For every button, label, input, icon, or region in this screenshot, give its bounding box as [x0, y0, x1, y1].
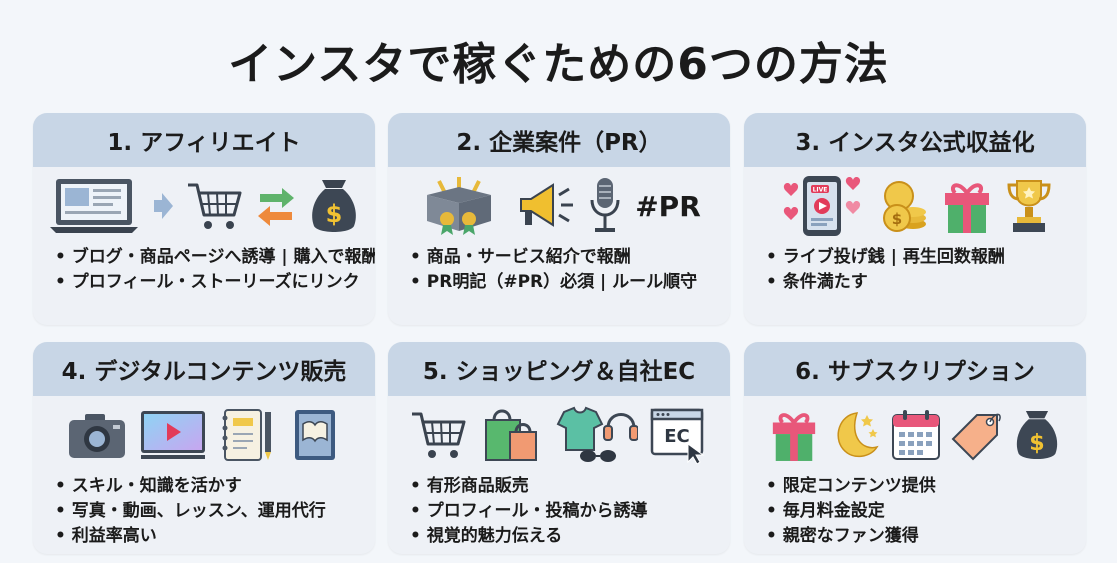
card-heading: 3. インスタ公式収益化	[744, 113, 1086, 167]
bullet-item: 有形商品販売	[410, 474, 730, 499]
gift-icon	[945, 183, 989, 233]
book-icon	[295, 410, 335, 460]
shopping-cart-icon	[188, 183, 242, 229]
page-title: インスタで稼ぐための6つの方法	[228, 39, 889, 90]
bullet-item: 利益率高い	[55, 524, 375, 549]
card-pr: 2. 企業案件（PR） #PR 商品・サービス紹介で報酬 PR明記（#PR）必須…	[388, 113, 730, 325]
svg-text:$: $	[1029, 430, 1044, 456]
bullet-item: 商品・サービス紹介で報酬	[410, 245, 730, 270]
svg-text:$: $	[326, 200, 343, 228]
card-icon-row: LIVE $	[744, 167, 1086, 245]
bullet-item: ライブ投げ銭 | 再生回数報酬	[766, 245, 1086, 270]
card-bullets: ブログ・商品ページへ誘導 | 購入で報酬 プロフィール・ストーリーズにリンク	[33, 245, 375, 295]
video-player-icon	[141, 411, 205, 459]
price-tag-icon	[951, 413, 1001, 461]
card-heading: 1. アフィリエイト	[33, 113, 375, 167]
card-heading: 6. サブスクリプション	[744, 342, 1086, 396]
card-bullets: スキル・知識を活かす 写真・動画、レッスン、運用代行 利益率高い	[33, 474, 375, 549]
card-icon-row: #PR	[388, 167, 730, 245]
card-icon-row	[33, 396, 375, 474]
svg-text:$: $	[892, 210, 902, 228]
ec-browser-icon: EC	[650, 408, 705, 464]
shopping-bags-icon	[485, 409, 537, 461]
trophy-icon	[1007, 180, 1051, 232]
bullet-item: 親密なファン獲得	[766, 524, 1086, 549]
card-bullets: 有形商品販売 プロフィール・投稿から誘導 視覚的魅力伝える	[388, 474, 730, 549]
coins-icon: $	[883, 181, 926, 232]
card-subscription: 6. サブスクリプション	[744, 342, 1086, 554]
card-shopping-ec: 5. ショッピング＆自社EC EC 有形商品	[388, 342, 730, 554]
card-heading: 5. ショッピング＆自社EC	[388, 342, 730, 396]
money-bag-icon: $	[1016, 411, 1058, 459]
money-bag-icon: $	[312, 180, 356, 232]
card-icon-row: EC	[388, 396, 730, 474]
card-bullets: 商品・サービス紹介で報酬 PR明記（#PR）必須 | ルール順守	[388, 245, 730, 295]
microphone-icon	[590, 178, 620, 232]
card-digital-content: 4. デジタルコンテンツ販売 スキル・知識	[33, 342, 375, 554]
gift-icon	[772, 413, 816, 461]
card-affiliate: 1. アフィリエイト $ ブログ・商品	[33, 113, 375, 325]
card-icon-row: $	[744, 396, 1086, 474]
bullet-item: スキル・知識を活かす	[55, 474, 375, 499]
tshirt-headphones-icon	[556, 406, 638, 462]
camera-icon	[69, 414, 125, 458]
bullet-item: 限定コンテンツ提供	[766, 474, 1086, 499]
bullet-item: プロフィール・ストーリーズにリンク	[55, 270, 375, 295]
laptop-icon	[50, 179, 138, 233]
bullet-item: PR明記（#PR）必須 | ルール順守	[410, 270, 730, 295]
exchange-arrows-icon	[258, 188, 294, 226]
card-bullets: 限定コンテンツ提供 毎月料金設定 親密なファン獲得	[744, 474, 1086, 549]
bullet-item: 毎月料金設定	[766, 499, 1086, 524]
arrow-right-icon	[154, 193, 173, 219]
card-icon-row: $	[33, 167, 375, 245]
notebook-pen-icon	[222, 409, 271, 461]
ec-label: EC	[664, 426, 690, 447]
moon-stars-icon	[837, 412, 879, 458]
card-heading: 4. デジタルコンテンツ販売	[33, 342, 375, 396]
shopping-cart-icon	[412, 412, 466, 458]
bullet-item: 視覚的魅力伝える	[410, 524, 730, 549]
bullet-item: 条件満たす	[766, 270, 1086, 295]
gift-box-award-icon	[427, 177, 492, 235]
megaphone-icon	[520, 183, 574, 227]
phone-live-icon: LIVE	[783, 176, 861, 236]
card-bullets: ライブ投げ銭 | 再生回数報酬 条件満たす	[744, 245, 1086, 295]
live-label: LIVE	[813, 187, 828, 194]
calendar-icon	[892, 410, 940, 460]
pr-hashtag: #PR	[635, 189, 701, 223]
card-instagram-monetization: 3. インスタ公式収益化 LIVE $	[744, 113, 1086, 325]
bullet-item: プロフィール・投稿から誘導	[410, 499, 730, 524]
bullet-item: 写真・動画、レッスン、運用代行	[55, 499, 375, 524]
bullet-item: ブログ・商品ページへ誘導 | 購入で報酬	[55, 245, 375, 270]
card-heading: 2. 企業案件（PR）	[388, 113, 730, 167]
